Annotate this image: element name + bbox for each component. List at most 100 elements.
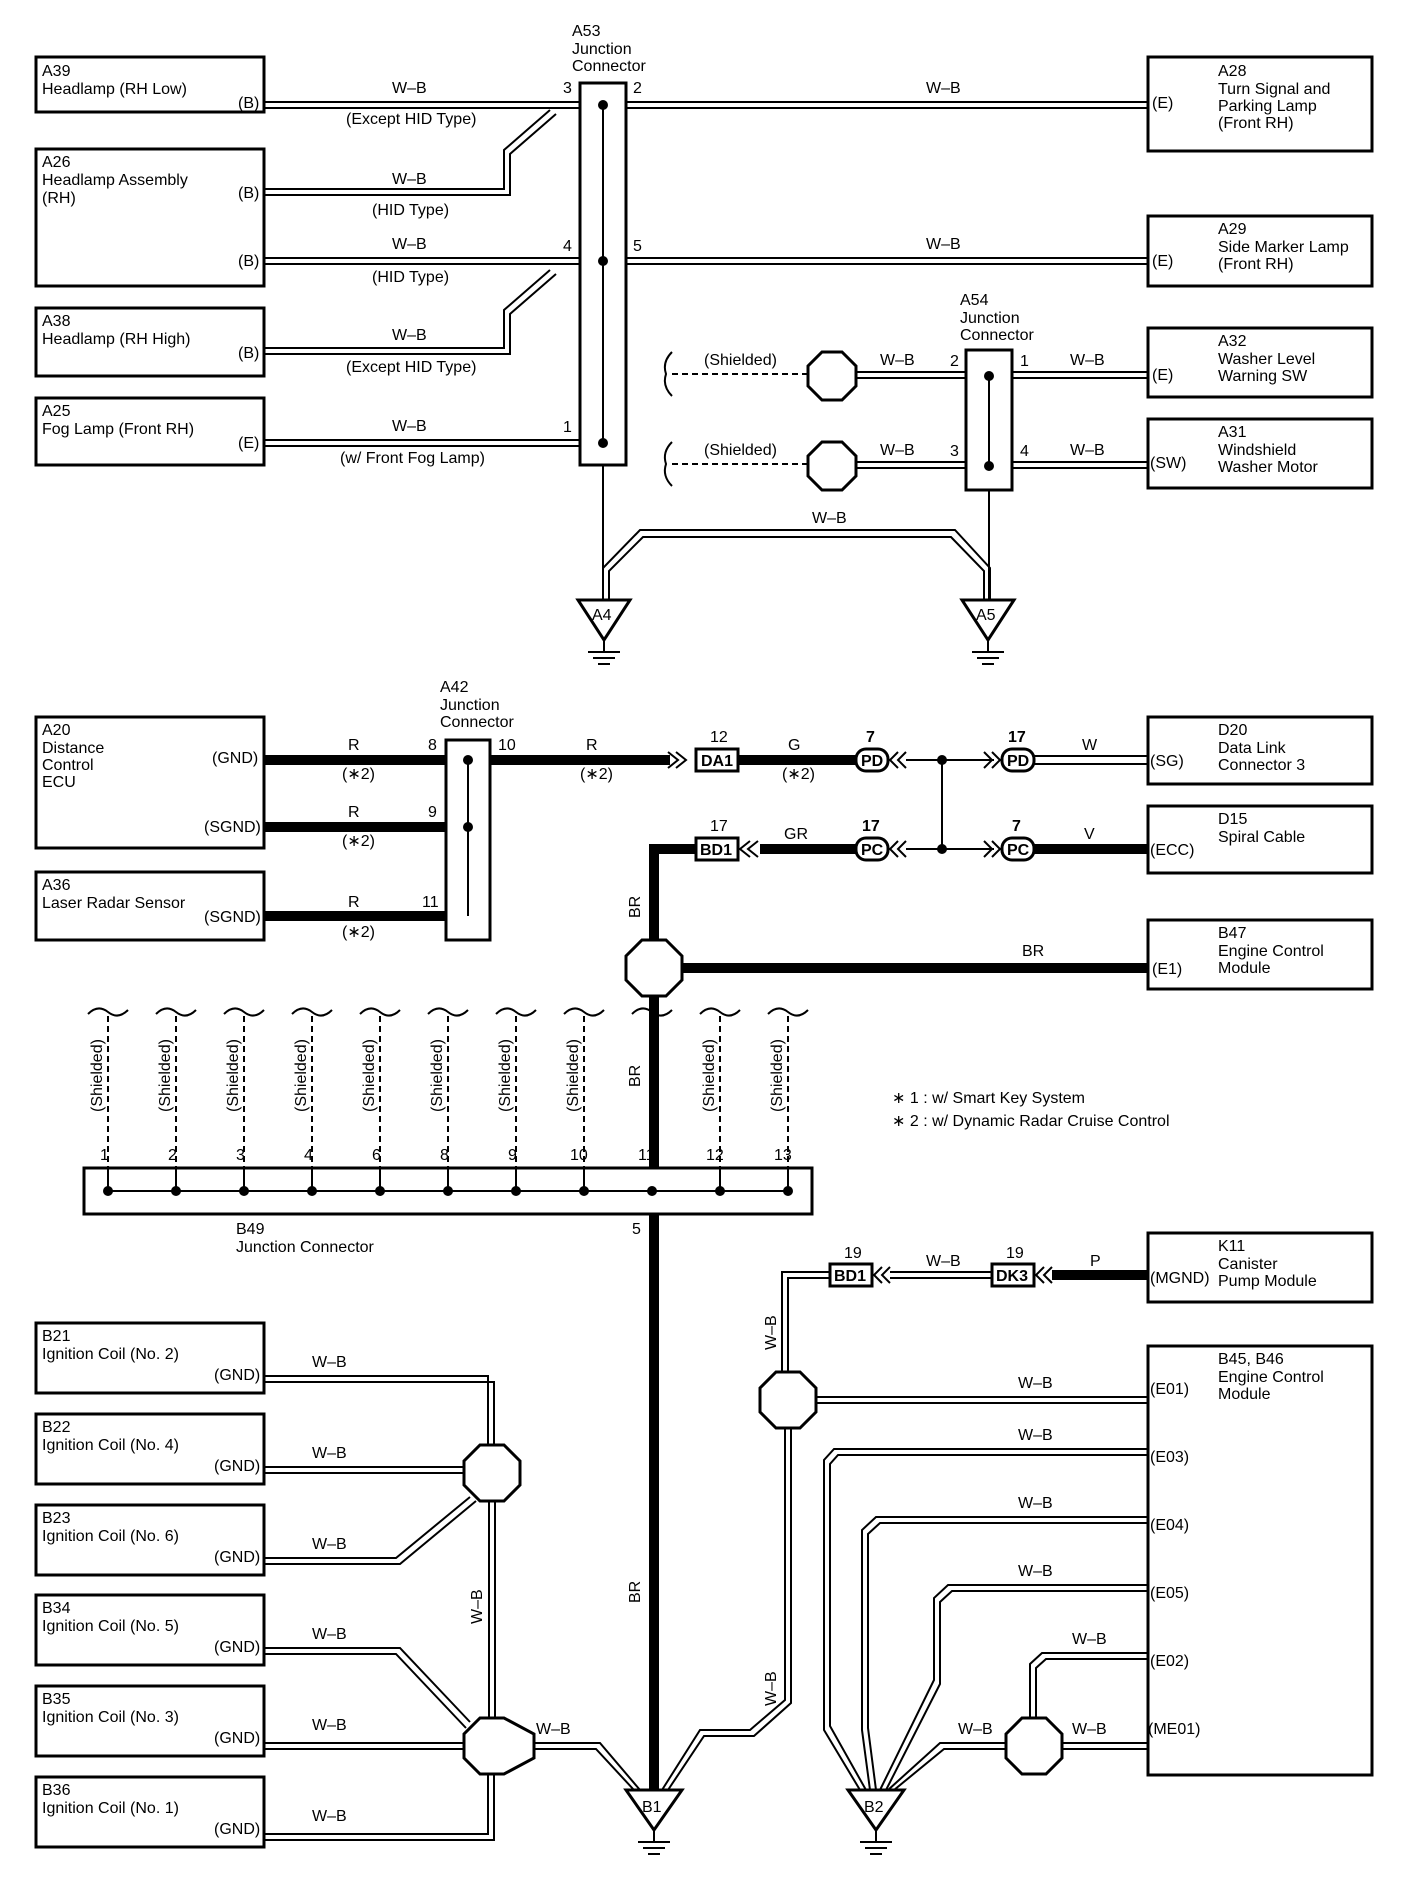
svg-text:(Except HID Type): (Except HID Type) (346, 111, 476, 128)
svg-text:W: W (1082, 737, 1098, 754)
b49-pin-4: (Shielded) 4 (291, 1007, 333, 1196)
junction-a42: A42 Junction Connector 8 10 9 11 (422, 679, 516, 942)
ground-b2: B2 (845, 1788, 907, 1855)
svg-text:Side Marker Lamp: Side Marker Lamp (1218, 239, 1349, 256)
svg-text:Windshield: Windshield (1218, 442, 1296, 459)
svg-text:B1: B1 (642, 1799, 662, 1816)
svg-text:W–B: W–B (763, 1671, 780, 1706)
svg-text:(RH): (RH) (42, 190, 76, 207)
svg-text:A32: A32 (1218, 333, 1247, 350)
svg-text:A54: A54 (960, 292, 989, 309)
svg-text:W–B: W–B (1070, 352, 1105, 369)
svg-text:W–B: W–B (1070, 442, 1105, 459)
component-k11: K11 Canister Pump Module (MGND) (1146, 1231, 1374, 1304)
svg-text:Junction: Junction (960, 310, 1020, 327)
component-b47: B47 Engine Control Module (E1) (1146, 918, 1374, 991)
svg-text:B22: B22 (42, 1419, 71, 1436)
svg-text:W–B: W–B (536, 1721, 571, 1738)
notes: ∗ 1 : w/ Smart Key System ∗ 2 : w/ Dynam… (892, 1090, 1170, 1130)
svg-text:(E): (E) (1152, 95, 1173, 112)
svg-text:4: 4 (1020, 443, 1029, 460)
svg-text:Junction Connector: Junction Connector (236, 1239, 375, 1256)
svg-text:19: 19 (1006, 1245, 1024, 1262)
svg-text:Turn Signal and: Turn Signal and (1218, 81, 1330, 98)
component-a29: A29 Side Marker Lamp (Front RH) (E) (1146, 214, 1374, 288)
svg-text:W–B: W–B (312, 1445, 347, 1462)
shielded-label: (Shielded) (157, 1039, 174, 1112)
svg-text:2: 2 (633, 80, 642, 97)
svg-text:Connector 3: Connector 3 (1218, 757, 1305, 774)
coil-wiring: W–B W–B (264, 1375, 641, 1841)
junction-a54: A54 Junction Connector 2 1 3 4 (950, 292, 1034, 492)
connector-pd-right (1000, 747, 1036, 773)
svg-text:W–B: W–B (1018, 1375, 1053, 1392)
b49-shielded-wires: (Shielded)1(Shielded)2(Shielded)3(Shield… (87, 1007, 809, 1196)
shield-splice-lower (806, 440, 858, 492)
pin-number: 6 (372, 1147, 381, 1164)
svg-text:A28: A28 (1218, 63, 1247, 80)
svg-text:(HID Type): (HID Type) (372, 202, 449, 219)
svg-text:(HID Type): (HID Type) (372, 269, 449, 286)
svg-text:11: 11 (422, 894, 439, 911)
svg-text:Connector: Connector (440, 714, 514, 731)
svg-text:W–B: W–B (1072, 1631, 1107, 1648)
svg-text:W–B: W–B (1018, 1427, 1053, 1444)
svg-text:A26: A26 (42, 154, 71, 171)
svg-text:(ME01): (ME01) (1148, 1721, 1200, 1738)
svg-text:(Shielded): (Shielded) (704, 352, 777, 369)
svg-text:W–B: W–B (392, 80, 427, 97)
svg-text:Engine Control: Engine Control (1218, 943, 1324, 960)
svg-text:5: 5 (633, 238, 642, 255)
coil-splice-upper (462, 1443, 522, 1503)
svg-text:Connector: Connector (572, 58, 646, 75)
svg-text:Distance: Distance (42, 740, 104, 757)
svg-text:A20: A20 (42, 722, 71, 739)
shielded-label: (Shielded) (293, 1039, 310, 1112)
svg-text:W–B: W–B (392, 327, 427, 344)
svg-text:D15: D15 (1218, 811, 1247, 828)
svg-text:(∗2): (∗2) (580, 766, 613, 783)
svg-text:(E02): (E02) (1150, 1653, 1189, 1670)
svg-text:(GND): (GND) (212, 750, 258, 767)
svg-text:B47: B47 (1218, 925, 1247, 942)
svg-text:(Front RH): (Front RH) (1218, 115, 1294, 132)
svg-text:10: 10 (498, 737, 516, 754)
svg-text:Ignition Coil (No. 1): Ignition Coil (No. 1) (42, 1800, 179, 1817)
svg-text:W–B: W–B (392, 418, 427, 435)
svg-text:W–B: W–B (926, 236, 961, 253)
svg-text:(GND): (GND) (214, 1458, 260, 1475)
svg-text:5: 5 (632, 1221, 641, 1238)
b49-pin-8: (Shielded)8 (427, 1007, 469, 1196)
svg-text:B36: B36 (42, 1782, 71, 1799)
svg-text:BD1: BD1 (700, 842, 732, 859)
svg-text:(B): (B) (238, 253, 259, 270)
shielded-label: (Shielded) (769, 1039, 786, 1112)
connector-pd-left (854, 747, 890, 773)
pin-number: 4 (304, 1147, 313, 1164)
svg-text:(GND): (GND) (214, 1730, 260, 1747)
wires-a42: R (∗2) R (∗2) R (∗2) R (∗2) (264, 737, 670, 941)
svg-text:∗ 2 : w/ Dynamic Radar Cruise: ∗ 2 : w/ Dynamic Radar Cruise Control (892, 1113, 1170, 1130)
svg-text:(SGND): (SGND) (204, 909, 261, 926)
component-a28: A28 Turn Signal and Parking Lamp (Front … (1146, 55, 1374, 153)
svg-text:(GND): (GND) (214, 1639, 260, 1656)
svg-text:19: 19 (844, 1245, 862, 1262)
svg-text:Spiral Cable: Spiral Cable (1218, 829, 1305, 846)
svg-text:R: R (586, 737, 598, 754)
svg-text:Ignition Coil (No. 2): Ignition Coil (No. 2) (42, 1346, 179, 1363)
b49-pin-13: (Shielded)13 (767, 1007, 809, 1196)
svg-text:Laser Radar Sensor: Laser Radar Sensor (42, 895, 186, 912)
svg-text:ECU: ECU (42, 774, 76, 791)
svg-text:Pump Module: Pump Module (1218, 1273, 1317, 1290)
svg-text:BR: BR (627, 896, 644, 918)
svg-text:PC: PC (1007, 842, 1030, 859)
svg-text:(E): (E) (1152, 367, 1173, 384)
svg-text:(E04): (E04) (1150, 1517, 1189, 1534)
svg-text:(∗2): (∗2) (342, 924, 375, 941)
svg-text:Fog Lamp (Front RH): Fog Lamp (Front RH) (42, 421, 194, 438)
pin-number: 2 (168, 1147, 177, 1164)
